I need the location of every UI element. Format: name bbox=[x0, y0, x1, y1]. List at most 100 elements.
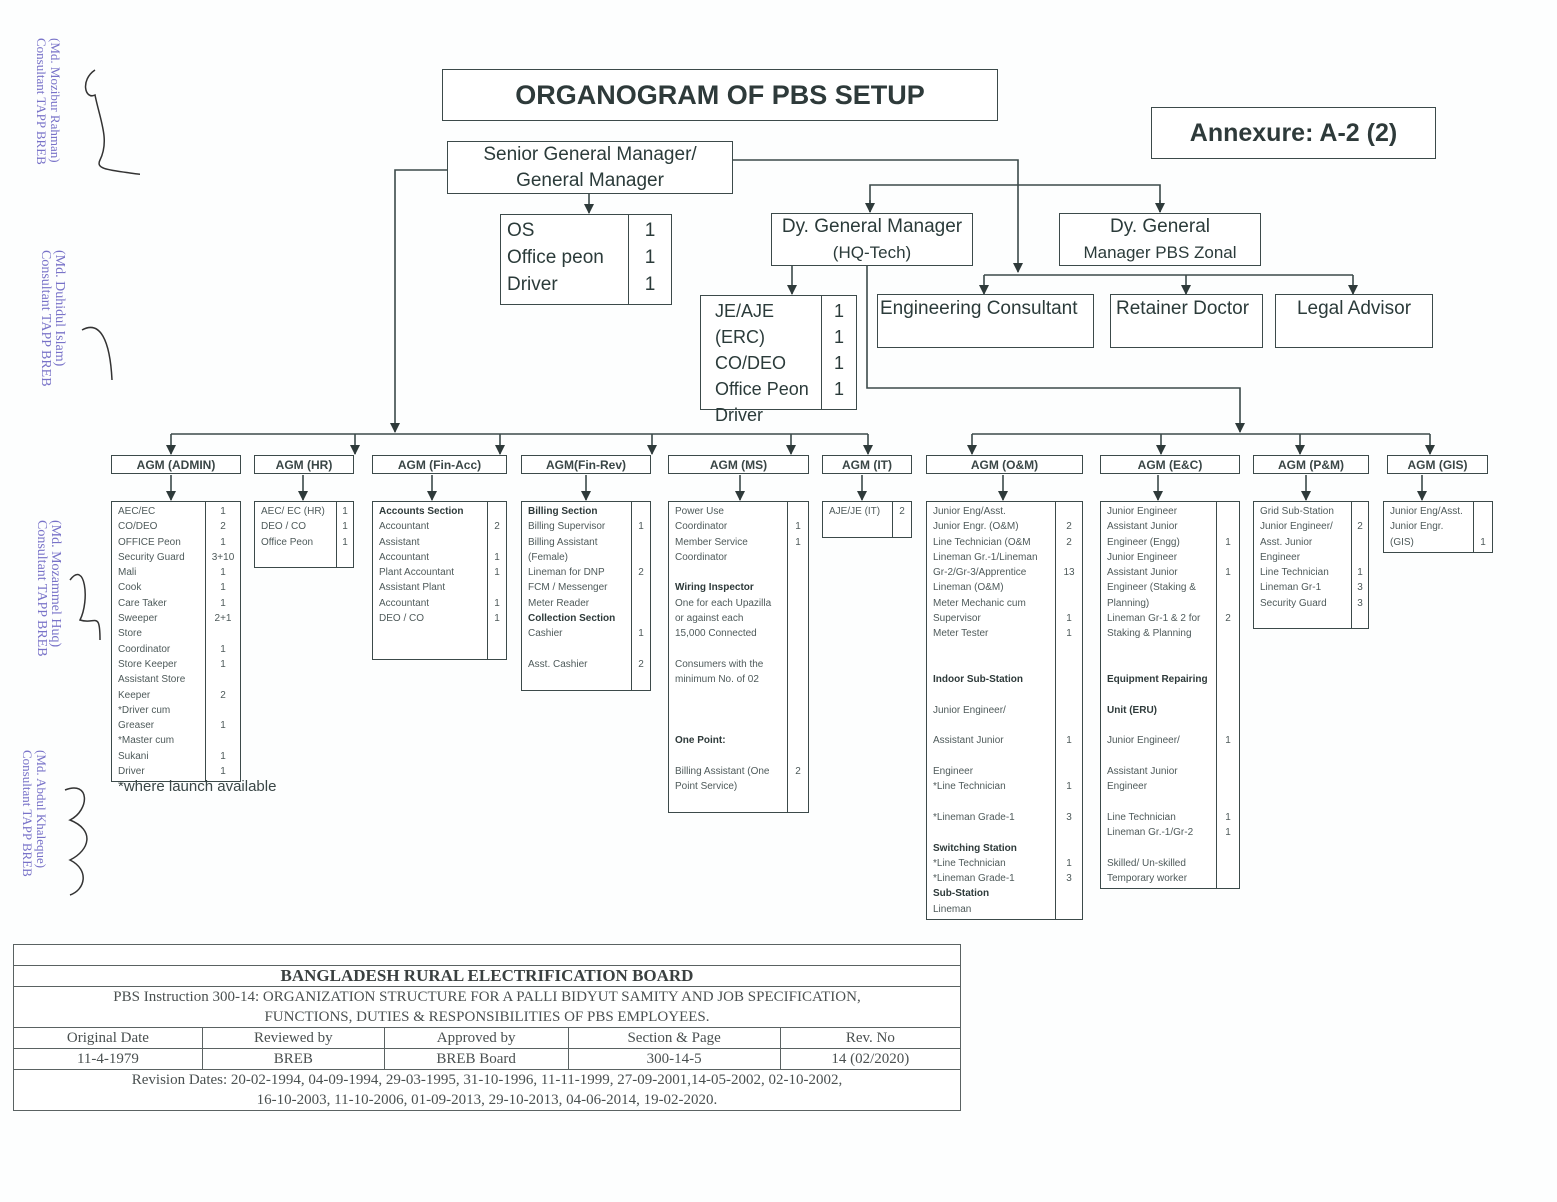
staff-role: Accountant bbox=[379, 597, 430, 609]
staff-count bbox=[632, 642, 650, 657]
page-title: ORGANOGRAM OF PBS SETUP bbox=[442, 69, 998, 121]
staff-count: 1 bbox=[1225, 567, 1231, 579]
staff-count bbox=[1217, 519, 1239, 534]
staff-role bbox=[675, 565, 781, 580]
staff-count: 1 bbox=[342, 521, 348, 533]
staff-count: 1 bbox=[1066, 781, 1072, 793]
staff-count bbox=[488, 535, 506, 550]
staff-count bbox=[337, 550, 353, 565]
staff-count: 1 bbox=[220, 750, 226, 762]
staff-count bbox=[788, 749, 808, 764]
value-section-page: 300-14-5 bbox=[567, 1048, 781, 1070]
gm-staff-box: OS Office peon Driver 1 1 1 bbox=[500, 214, 672, 305]
dgm-hq-staff-role: JE/AJE (ERC) bbox=[715, 301, 775, 347]
staff-role: Lineman Gr-1 & 2 for bbox=[1107, 613, 1201, 625]
staff-count: 1 bbox=[1225, 735, 1231, 747]
staff-role: Cook bbox=[118, 582, 142, 594]
signature-1: (Md. Mozibur Rahman) Consultant TAPP BRE… bbox=[34, 38, 63, 218]
agm-pm-box: AGM (P&M) bbox=[1253, 455, 1369, 474]
dgm-hq-staff-count: 1 bbox=[833, 327, 844, 347]
staff-role: Assistant bbox=[379, 536, 420, 548]
staff-role: *Line Technician bbox=[933, 857, 1006, 869]
staff-count: 1 bbox=[494, 613, 500, 625]
staff-count: 3 bbox=[1066, 873, 1072, 885]
staff-count bbox=[1217, 596, 1239, 611]
staff-role: Assistant Junior bbox=[1107, 521, 1178, 533]
signature-3: (Md. Mozammel Huq) Consultant TAPP BREB bbox=[34, 520, 63, 700]
agm-it-box: AGM (IT) bbox=[822, 455, 912, 474]
revision-line-1: Revision Dates: 20-02-1994, 04-09-1994, … bbox=[131, 1072, 843, 1088]
staff-count: 1 bbox=[494, 597, 500, 609]
staff-count bbox=[1217, 550, 1239, 565]
signature-title: Consultant TAPP BREB bbox=[20, 750, 35, 877]
staff-count: 1 bbox=[1225, 536, 1231, 548]
staff-role: Meter Mechanic cum bbox=[933, 597, 1026, 609]
header-section-page: Section & Page bbox=[567, 1027, 781, 1049]
staff-role: Junior Engineer bbox=[1107, 506, 1178, 517]
staff-role: AEC/ EC (HR) bbox=[261, 506, 325, 517]
staff-count: 1 bbox=[220, 766, 226, 778]
staff-role: Junior Engineer/ bbox=[1260, 521, 1333, 533]
staff-count bbox=[1056, 642, 1082, 657]
staff-role bbox=[675, 688, 781, 703]
staff-count bbox=[1352, 535, 1368, 550]
dgm-hq-tech-box: Dy. General Manager (HQ-Tech) bbox=[771, 213, 973, 266]
staff-count: 1 bbox=[638, 521, 644, 533]
staff-count bbox=[1217, 764, 1239, 779]
staff-role: Billing Assistant (One bbox=[675, 766, 770, 778]
staff-role: 15,000 Connected bbox=[675, 628, 757, 640]
dgm-hq-staff-role: Office Peon bbox=[715, 379, 809, 399]
staff-role: Store bbox=[118, 628, 142, 640]
staff-count: 2 bbox=[1066, 521, 1072, 533]
staff-role: Junior Engr. (O&M) bbox=[933, 521, 1019, 533]
staff-count bbox=[788, 795, 808, 810]
staff-role: Gr-2/Gr-3/Apprentice bbox=[933, 567, 1027, 579]
section-heading: Indoor Sub-Station bbox=[933, 674, 1023, 686]
staff-role: Care Taker bbox=[118, 597, 167, 609]
staff-role bbox=[1107, 795, 1210, 810]
staff-count bbox=[1217, 841, 1239, 856]
staff-role: Lineman Gr.-1/Lineman bbox=[933, 551, 1038, 563]
staff-role: Supervisor bbox=[933, 613, 981, 625]
staff-count bbox=[488, 626, 506, 641]
staff-role: Lineman Gr-1 bbox=[1260, 582, 1322, 594]
signature-title: Consultant TAPP BREB bbox=[38, 250, 53, 387]
staff-role bbox=[1260, 611, 1345, 626]
gm-staff-count: 1 bbox=[644, 274, 656, 295]
staff-role: Assistant Store bbox=[118, 674, 186, 686]
staff-role: Lineman (O&M) bbox=[933, 582, 1004, 594]
staff-role: Line Technician bbox=[1107, 811, 1176, 823]
staff-count bbox=[788, 504, 808, 519]
signature-4: (Md. Abdul Khaleque) Consultant TAPP BRE… bbox=[20, 750, 49, 930]
staff-role: (GIS) bbox=[1390, 536, 1414, 548]
staff-count bbox=[1217, 795, 1239, 810]
agm-admin-box: AGM (ADMIN) bbox=[111, 455, 241, 474]
legal-advisor-box: Legal Advisor bbox=[1275, 294, 1433, 348]
staff-count bbox=[788, 642, 808, 657]
staff-count: 1 bbox=[220, 567, 226, 579]
staff-count bbox=[1056, 657, 1082, 672]
section-heading: Billing Section bbox=[528, 506, 598, 517]
gm-staff-role: OS bbox=[507, 220, 535, 241]
section-heading: Switching Station bbox=[933, 842, 1017, 854]
staff-role bbox=[261, 550, 330, 565]
staff-count: 2 bbox=[899, 506, 905, 517]
staff-role: Billing Assistant bbox=[528, 536, 598, 548]
staff-role: Meter Reader bbox=[528, 597, 590, 609]
staff-count bbox=[1352, 504, 1368, 519]
staff-count: 2 bbox=[795, 766, 801, 778]
section-heading: Collection Section bbox=[528, 613, 616, 625]
staff-role: *Driver cum bbox=[118, 704, 171, 716]
staff-count bbox=[1217, 580, 1239, 595]
staff-role: AJE/JE (IT) bbox=[829, 506, 881, 517]
staff-count bbox=[788, 565, 808, 580]
staff-role bbox=[675, 703, 781, 718]
staff-role bbox=[933, 825, 1049, 840]
staff-role bbox=[528, 642, 625, 657]
staff-role bbox=[933, 795, 1049, 810]
